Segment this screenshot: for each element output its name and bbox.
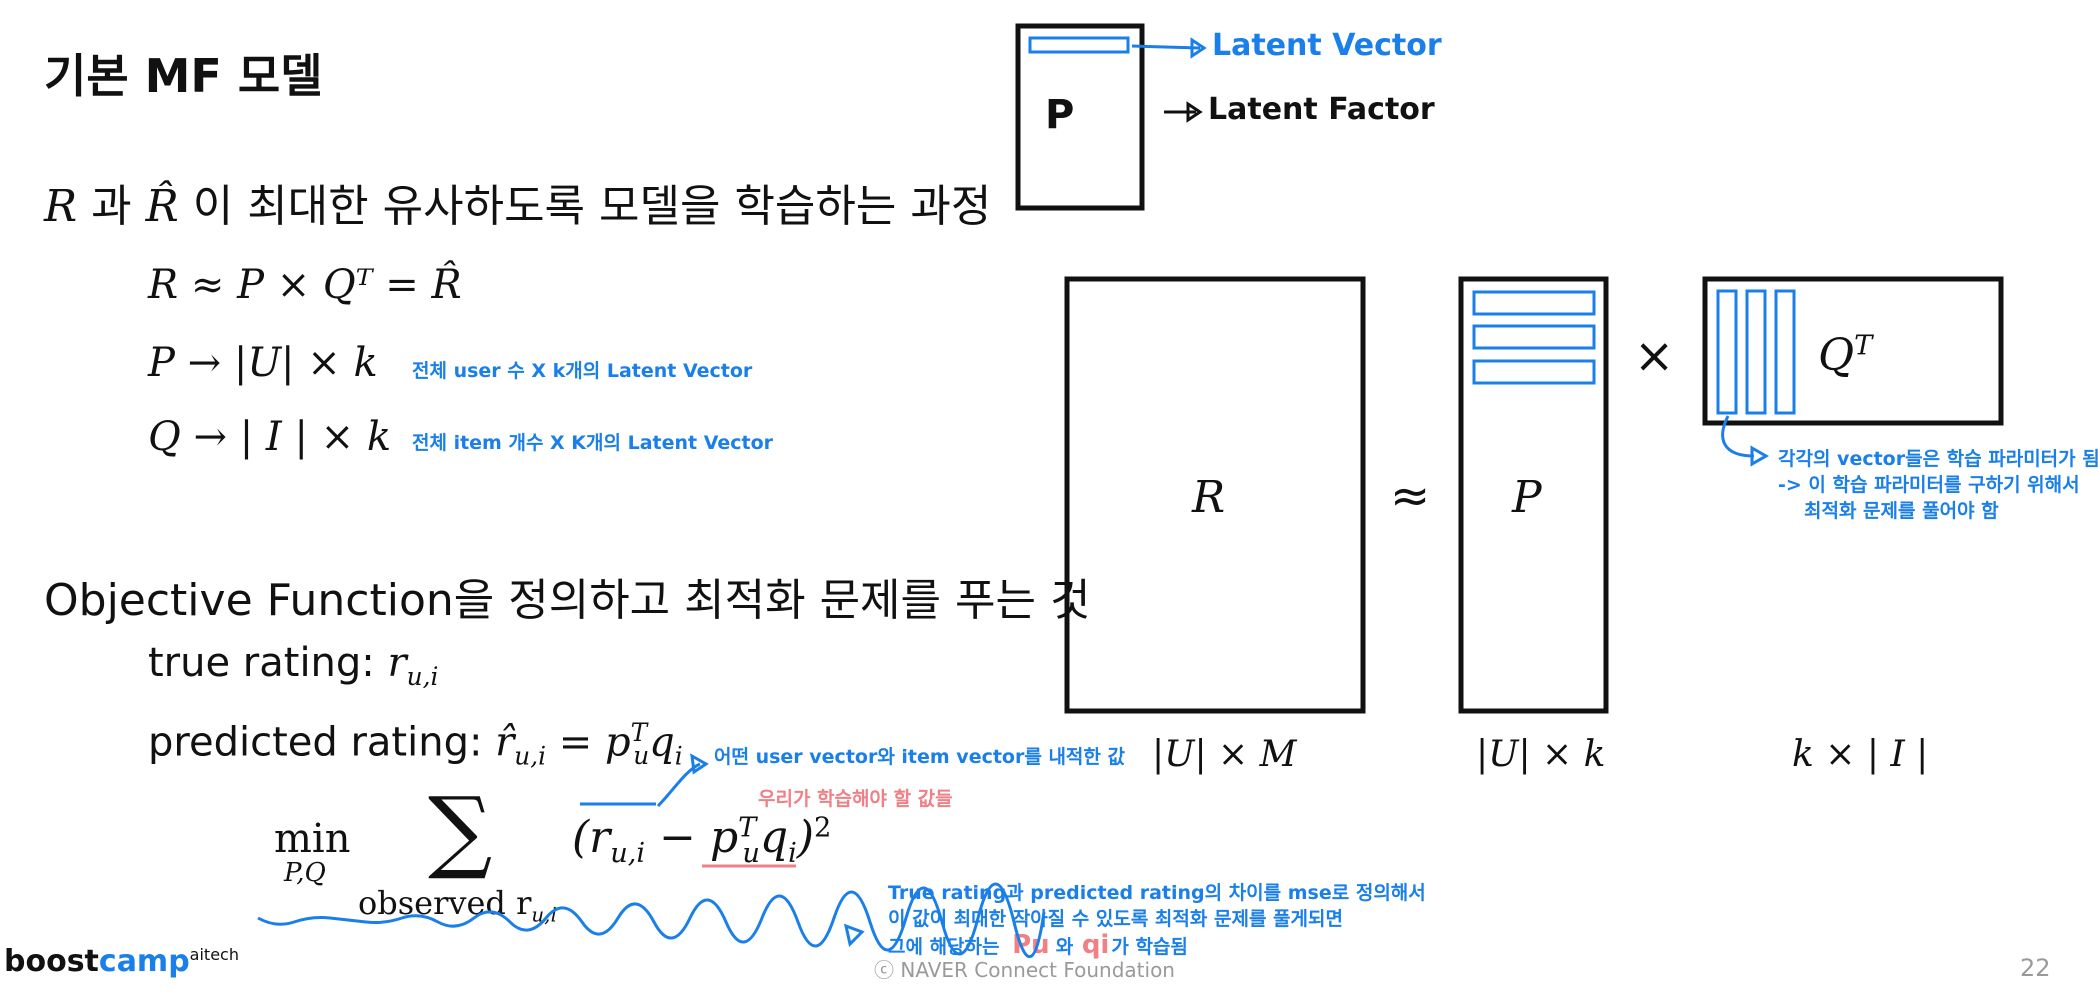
mse-note-line-2: 이 값이 최대한 작아질 수 있도록 최적화 문제를 풀게되면 [888, 908, 1343, 930]
p-matrix [1458, 276, 1609, 714]
true-rating-sub: u,i [406, 662, 439, 691]
loss-q-sub: i [788, 837, 797, 869]
loss-square: 2 [814, 812, 832, 844]
q-dim-note: 전체 item 개수 X K개의 Latent Vector [412, 432, 774, 454]
learn-values-note: 우리가 학습해야 할 값들 [758, 788, 953, 810]
subtitle: R 과 R̂ 이 최대한 유사하도록 모델을 학습하는 과정 [44, 181, 992, 232]
equation-q-dim: Q → | I | × k [148, 414, 392, 460]
vector-note-line-2: -> 이 학습 파라미터를 구하기 위해서 [1778, 474, 2080, 496]
loss-term: (ru,i − pTuqi)2 [572, 812, 831, 869]
latent-factor-arrowhead [1186, 101, 1203, 123]
predicted-rating-q-sub: i [674, 741, 683, 771]
vector-note-line-3: 최적화 문제를 풀어야 함 [1804, 500, 1999, 522]
brand-sup: aitech [189, 945, 239, 964]
objective-heading: Objective Function을 정의하고 최적화 문제를 푸는 것 [44, 575, 1091, 626]
equation-p-dim: P → |U| × k [148, 340, 378, 386]
predicted-rating-p-sup: T [630, 718, 648, 747]
predicted-rating-note: 어떤 user vector와 item vector를 내적한 값 [714, 746, 1125, 768]
predicted-note-arrowhead [690, 753, 709, 775]
predicted-rating-q: q [649, 719, 675, 766]
loss-p-sup: T [738, 812, 757, 844]
q-dim-label: k × | I | [1792, 734, 1929, 775]
mse-note-line-1: True rating과 predicted rating의 차이를 mse로 … [888, 882, 1426, 904]
true-rating-line: true rating: ru,i [148, 640, 438, 691]
p-dim-note: 전체 user 수 X k개의 Latent Vector [412, 360, 753, 382]
min-subscript: P,Q [284, 858, 326, 888]
p-vector-2 [1472, 324, 1596, 350]
times-sign: × [1634, 328, 1675, 384]
brand-camp: camp [98, 944, 190, 979]
small-p-label: P [1045, 92, 1075, 138]
qt-label-q: Q [1818, 330, 1855, 381]
sum-subscript: observed ru,i [358, 884, 557, 926]
qt-label-sup: T [1854, 330, 1873, 362]
loss-minus-p: − p [645, 812, 739, 863]
small-p-latent-vector [1028, 36, 1130, 54]
predicted-rating-rhs: = p [546, 719, 631, 766]
true-rating-symbol: r [387, 640, 407, 686]
mse-note-3b: 와 [1055, 936, 1074, 958]
predicted-rating-label: predicted rating: [148, 719, 496, 766]
loss-p-sub: u [742, 837, 760, 869]
r-matrix [1064, 276, 1366, 714]
loss-r-sub: u,i [610, 837, 646, 869]
subtitle-text: 이 최대한 유사하도록 모델을 학습하는 과정 [192, 181, 992, 232]
latent-factor-label: Latent Factor [1208, 92, 1435, 127]
brand-boost: boost [4, 944, 99, 979]
small-p-matrix [1015, 23, 1145, 211]
qt-vector-3 [1774, 289, 1796, 415]
predicted-rating-line: predicted rating: r̂u,i = pTuqi [148, 718, 683, 770]
predicted-rating-p-sub: u [633, 741, 650, 771]
min-operator: min [274, 816, 351, 862]
loss-open: (r [572, 812, 611, 863]
approx-sign: ≈ [1390, 468, 1431, 524]
page-number: 22 [2020, 954, 2051, 982]
qt-note-arrow [1721, 415, 1755, 458]
qt-note-arrowhead [1750, 445, 1770, 467]
p-vector-3 [1472, 359, 1596, 385]
qi-handwritten: qi [1081, 930, 1110, 960]
loss-q: q [759, 812, 789, 863]
predicted-rating-sub: u,i [514, 741, 547, 771]
qt-matrix-label: QT [1818, 330, 1872, 381]
r-matrix-label: R [1192, 472, 1226, 523]
mse-note-3c: 가 학습됨 [1111, 936, 1188, 958]
latent-vector-arrow [1131, 44, 1201, 50]
vector-note-line-1: 각각의 vector들은 학습 파라미터가 됨 [1778, 448, 2098, 470]
p-vector-1 [1472, 290, 1596, 316]
p-dim-label: |U| × k [1476, 734, 1606, 775]
brand-logo: boostcampaitech [4, 944, 239, 979]
equation-r-approx: R ≈ P × Qᵀ = R̂ [148, 262, 462, 308]
sum-sign: ∑ [428, 778, 493, 883]
predicted-rating-symbol: r̂ [495, 719, 515, 766]
loss-close: ) [796, 812, 814, 863]
qt-vector-1 [1716, 289, 1738, 415]
qt-matrix [1702, 276, 2004, 426]
footer-copyright: ⓒ NAVER Connect Foundation [874, 958, 1175, 982]
page-title: 기본 MF 모델 [44, 49, 323, 103]
predicted-note-arrow [656, 762, 701, 808]
p-matrix-label: P [1512, 472, 1542, 523]
sum-subscript-sub: u,i [531, 903, 557, 927]
wavy-underline [257, 882, 1046, 959]
true-rating-label: true rating: [148, 640, 388, 686]
latent-vector-label: Latent Vector [1212, 28, 1442, 63]
latent-vector-arrowhead [1190, 37, 1207, 59]
wavy-arrowhead [843, 923, 865, 947]
r-dim-label: |U| × M [1152, 734, 1297, 775]
qt-vector-2 [1745, 289, 1767, 415]
